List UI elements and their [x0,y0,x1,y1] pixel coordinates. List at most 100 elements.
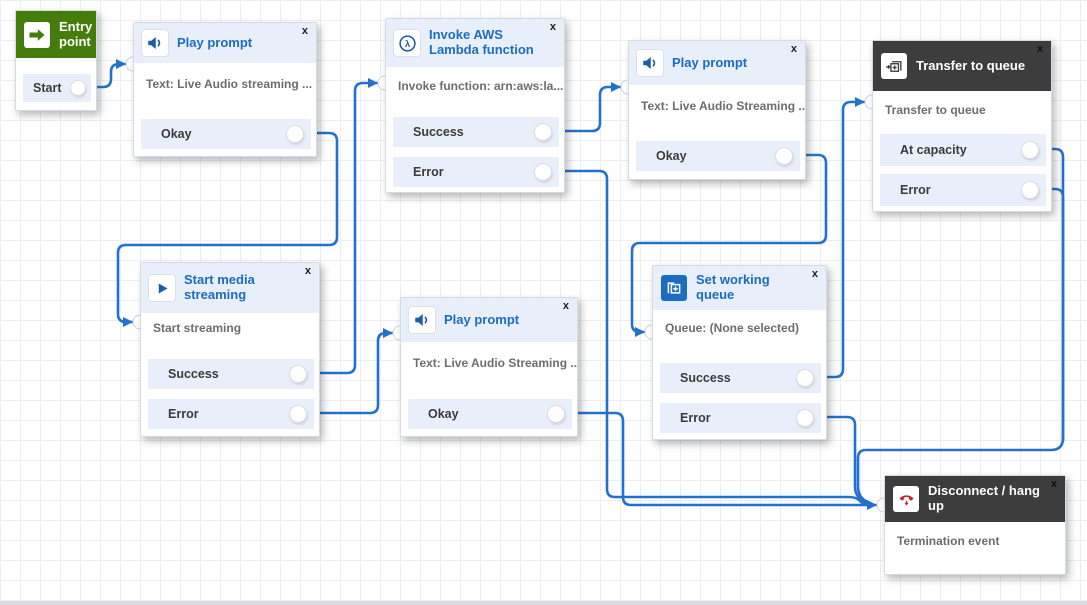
block-entry-point[interactable]: Entry point Start [15,10,97,111]
phone-hangup-icon [893,486,919,512]
block-invoke-lambda[interactable]: λ Invoke AWS Lambda function x Invoke fu… [385,18,565,193]
connection-transfer-at-capacity-down[interactable] [1034,147,1065,442]
play-icon [149,275,175,301]
output-connector[interactable] [71,81,85,95]
output-connector[interactable] [290,406,306,422]
transfer-queue-icon [881,53,907,79]
output-label: Error [413,165,444,179]
connection-start-media-error-to-play-prompt-3[interactable] [302,328,394,415]
block-play-prompt-3[interactable]: Play prompt x Text: Live Audio Streaming… [400,297,578,437]
output-label: Okay [161,127,192,141]
block-play-prompt-2[interactable]: Play prompt x Text: Live Audio Streaming… [628,40,806,180]
output-connector[interactable] [535,124,551,140]
close-icon[interactable]: x [1036,43,1043,55]
block-set-working-queue[interactable]: Set working queue x Queue: (None selecte… [652,265,827,440]
connection-set-working-queue-success-to-transfer[interactable] [809,97,866,379]
close-icon[interactable]: x [811,268,818,280]
output-row-okay[interactable]: Okay [408,399,572,429]
output-connector[interactable] [287,126,303,142]
close-icon[interactable]: x [549,21,556,33]
output-row-error[interactable]: Error [880,174,1046,206]
block-title: Start media streaming [184,272,255,302]
block-header: Play prompt [134,23,316,63]
close-icon[interactable]: x [790,43,797,55]
connection-lambda-success-to-play-prompt-2[interactable] [547,82,622,133]
connection-set-working-queue-error-to-disconnect[interactable] [809,415,869,505]
lambda-icon: λ [394,30,420,56]
connection-play-prompt-1-okay-to-start-media-streaming[interactable] [116,131,339,327]
block-header: Set working queue [653,266,826,310]
block-title: Entry point [59,18,93,49]
close-icon[interactable]: x [562,300,569,312]
output-connector[interactable] [548,406,564,422]
output-connector[interactable] [535,164,551,180]
block-play-prompt-1[interactable]: Play prompt x Text: Live Audio streaming… [133,22,317,157]
output-row-okay[interactable]: Okay [141,119,311,149]
canvas-scrollbar[interactable] [0,601,1087,605]
connection-transfer-join-to-disconnect[interactable] [856,436,1065,506]
connection-transfer-error-down[interactable] [1034,187,1065,442]
entry-arrow-icon [24,21,50,48]
block-body-text: Start streaming [153,321,242,335]
output-row-error[interactable]: Error [148,399,314,429]
block-body-text: Text: Live Audio Streaming ... [413,356,577,370]
block-header: λ Invoke AWS Lambda function [386,19,564,67]
block-title: Play prompt [444,311,520,327]
output-label: Okay [428,407,459,421]
block-disconnect-hang-up[interactable]: Disconnect / hang up x Termination event [884,475,1066,575]
block-title: Play prompt [672,54,748,70]
block-header: Start media streaming [141,263,319,313]
block-title: Play prompt [177,34,253,50]
close-icon[interactable]: x [304,265,311,277]
connection-play-prompt-2-okay-to-set-working-queue[interactable] [630,153,828,337]
output-label: Success [680,371,731,385]
block-header: Transfer to queue [873,41,1051,91]
working-queue-icon [661,275,687,301]
block-title: Disconnect / hang up [928,483,1040,513]
output-label: Error [680,411,711,425]
output-connector[interactable] [797,410,813,426]
output-connector[interactable] [290,366,306,382]
output-label: Error [900,183,931,197]
block-header: Play prompt [629,41,805,85]
output-connector[interactable] [1022,142,1038,158]
block-transfer-to-queue[interactable]: Transfer to queue x Transfer to queue At… [872,40,1052,212]
svg-text:λ: λ [404,38,410,49]
speaker-icon [409,307,435,333]
connection-play-prompt-3-okay-to-disconnect[interactable] [560,411,878,510]
output-label: Start [33,81,62,95]
block-body-text: Queue: (None selected) [665,321,800,335]
block-header: Disconnect / hang up [885,476,1065,522]
output-row-error[interactable]: Error [393,157,559,187]
output-row-error[interactable]: Error [660,403,821,433]
block-header: Play prompt [401,298,577,342]
connection-start-media-success-to-lambda[interactable] [302,78,379,375]
block-body-text: Text: Live Audio Streaming ... [641,99,805,113]
output-label: Okay [656,149,687,163]
output-row-at-capacity[interactable]: At capacity [880,134,1046,166]
output-row-start[interactable]: Start [23,74,91,102]
close-icon[interactable]: x [1050,478,1057,490]
output-label: Success [168,367,219,381]
connection-lambda-error-to-disconnect[interactable] [547,169,874,507]
output-row-success[interactable]: Success [660,363,821,393]
block-body-text: Invoke function: arn:aws:la... [398,79,564,93]
output-connector[interactable] [776,148,792,164]
output-label: Success [413,125,464,139]
output-label: Error [168,407,199,421]
output-row-success[interactable]: Success [393,117,559,147]
speaker-icon [142,30,168,56]
close-icon[interactable]: x [301,25,308,37]
output-row-success[interactable]: Success [148,359,314,389]
output-connector[interactable] [1022,182,1038,198]
connection-entry-start-to-play-prompt-1[interactable] [80,59,127,89]
entry-point-header: Entry point [16,11,96,58]
block-body-text: Termination event [897,534,1000,548]
output-connector[interactable] [797,370,813,386]
block-title: Invoke AWS Lambda function [429,27,534,57]
block-body-text: Transfer to queue [885,103,986,117]
output-row-okay[interactable]: Okay [636,141,800,171]
block-title: Transfer to queue [916,57,1026,73]
speaker-icon [637,50,663,76]
block-start-media-streaming[interactable]: Start media streaming x Start streaming … [140,262,320,437]
